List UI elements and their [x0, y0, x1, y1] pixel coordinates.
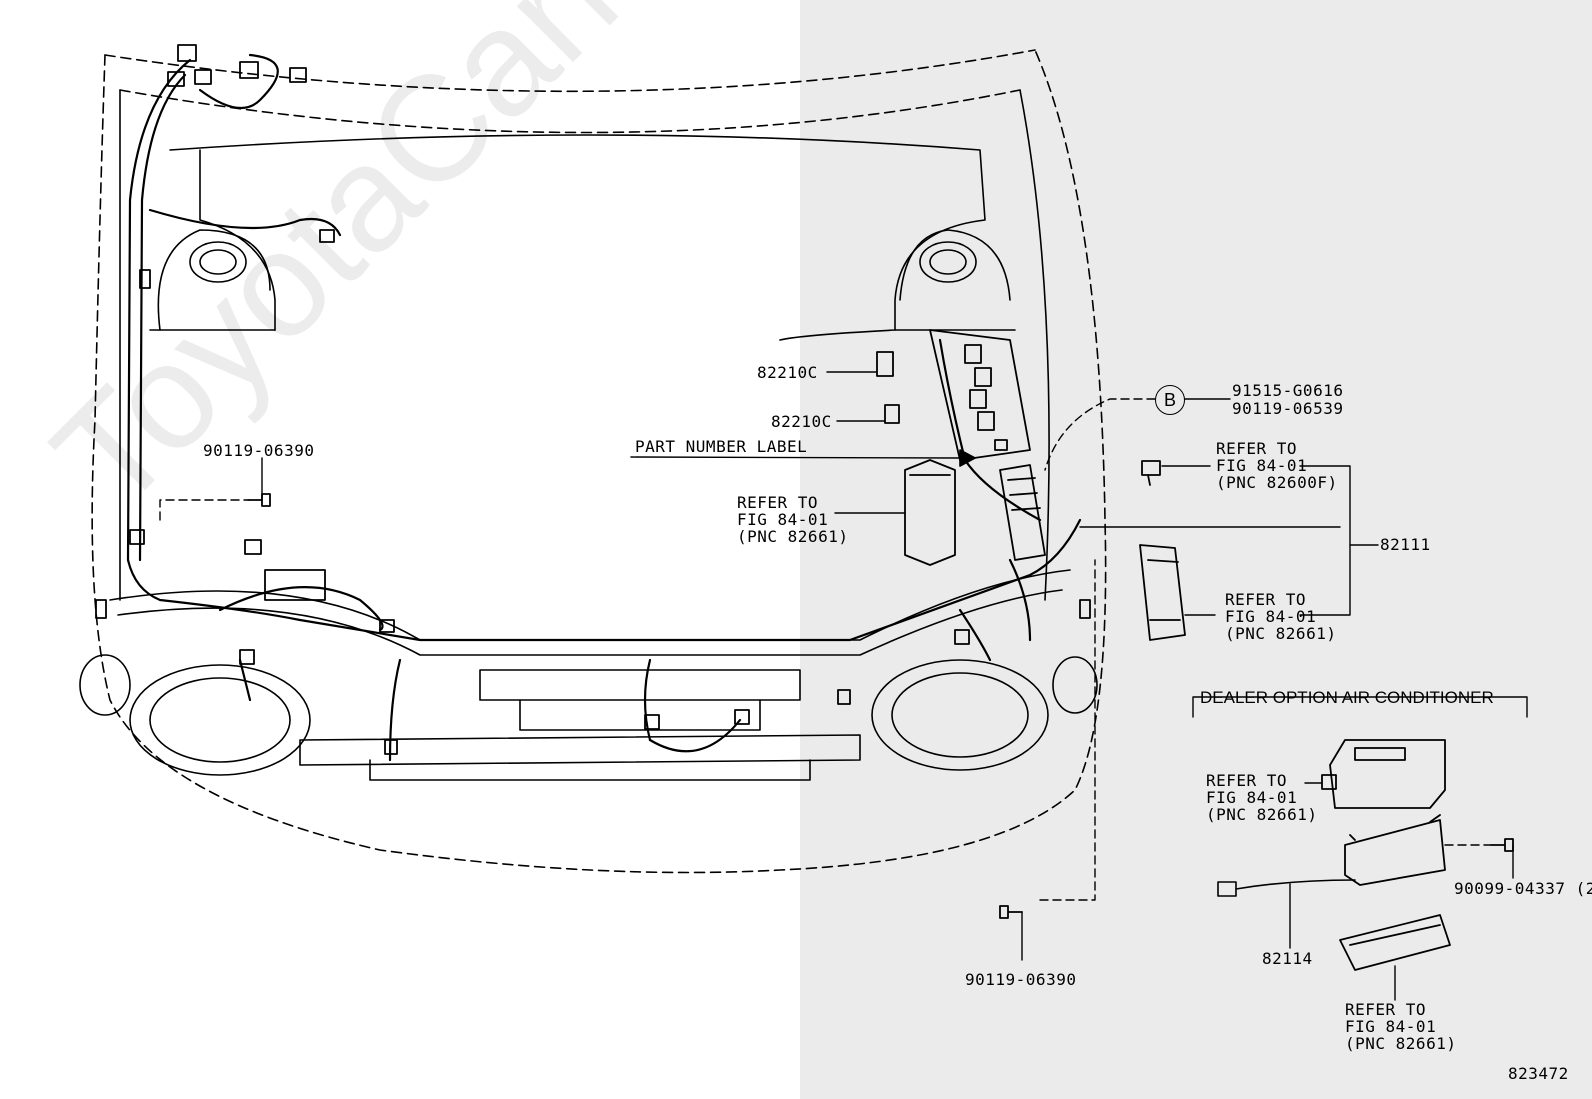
dashed-leaders: [159, 398, 1492, 901]
figure-id: 823472: [1508, 1064, 1569, 1083]
label-refer-to-82661-right: REFER TO FIG 84-01 (PNC 82661): [1225, 591, 1336, 642]
label-91515-g0616: 91515-G0616: [1232, 381, 1344, 400]
ac-relay-block: [1344, 814, 1446, 886]
wire-harness: [126, 53, 1082, 762]
label-82210c-a: 82210C: [757, 363, 818, 382]
fig-text: FIG 84-01: [1225, 607, 1317, 626]
leader-lines: [261, 371, 1528, 1001]
fig-text: FIG 84-01: [1206, 788, 1298, 807]
relay-82600f: [1141, 460, 1161, 486]
headlamp-right: [871, 656, 1098, 771]
pnc-text: (PNC 82661): [737, 527, 849, 546]
label-refer-to-ac-bottom: REFER TO FIG 84-01 (PNC 82661): [1345, 1001, 1456, 1052]
fig-text: FIG 84-01: [1345, 1017, 1437, 1036]
refer-to-text: REFER TO: [1345, 1000, 1427, 1019]
refer-to-text: REFER TO: [737, 493, 819, 512]
label-90099-04337: 90099-04337 (2): [1454, 879, 1592, 898]
pnc-text: (PNC 82600F): [1216, 473, 1338, 492]
fusible-link-holder: [999, 464, 1046, 561]
refer-to-text: REFER TO: [1225, 590, 1307, 609]
ac-fuse-cover: [1321, 739, 1446, 809]
label-part-number-label: PART NUMBER LABEL: [635, 437, 808, 456]
fig-text: FIG 84-01: [1216, 456, 1308, 475]
connectors: [95, 44, 1091, 755]
inner-body: [119, 89, 1050, 601]
label-90119-06539: 90119-06539: [1232, 399, 1344, 418]
relay-block: [929, 329, 1031, 461]
pnc-text: (PNC 82661): [1345, 1034, 1457, 1053]
label-bolt-90119-06390-top: 90119-06390: [203, 441, 315, 460]
label-refer-to-82600f: REFER TO FIG 84-01 (PNC 82600F): [1216, 440, 1338, 491]
ac-lower-cover: [1339, 914, 1451, 971]
refer-to-text: REFER TO: [1216, 439, 1298, 458]
label-refer-to-ac-top: REFER TO FIG 84-01 (PNC 82661): [1206, 772, 1317, 823]
fuse-box-cover: [904, 459, 956, 566]
callout-circle-b: B: [1155, 385, 1185, 415]
ac-wire: [1217, 879, 1356, 897]
fuse-box-82661: [1139, 544, 1186, 641]
pnc-text: (PNC 82661): [1206, 805, 1318, 824]
hood-outline: [91, 49, 1107, 874]
strut-left: [157, 229, 271, 331]
label-bolt-90119-06390-bottom: 90119-06390: [965, 970, 1077, 989]
headlamp-left: [79, 654, 311, 776]
pnc-text: (PNC 82661): [1225, 624, 1337, 643]
refer-to-text: REFER TO: [1206, 771, 1288, 790]
label-refer-to-fusebox: REFER TO FIG 84-01 (PNC 82661): [737, 494, 848, 545]
strut-right: [899, 229, 1011, 301]
relay-82210c: [876, 351, 900, 424]
part-label-arrow: [959, 449, 976, 467]
front-structure: [109, 569, 1071, 781]
label-82210c-b: 82210C: [771, 412, 832, 431]
shaded-panel: [800, 0, 1592, 1099]
label-82114: 82114: [1262, 949, 1313, 968]
dealer-option-heading: DEALER OPTION AIR CONDITIONER: [1200, 688, 1494, 707]
label-82111: 82111: [1380, 535, 1431, 554]
fig-text: FIG 84-01: [737, 510, 829, 529]
